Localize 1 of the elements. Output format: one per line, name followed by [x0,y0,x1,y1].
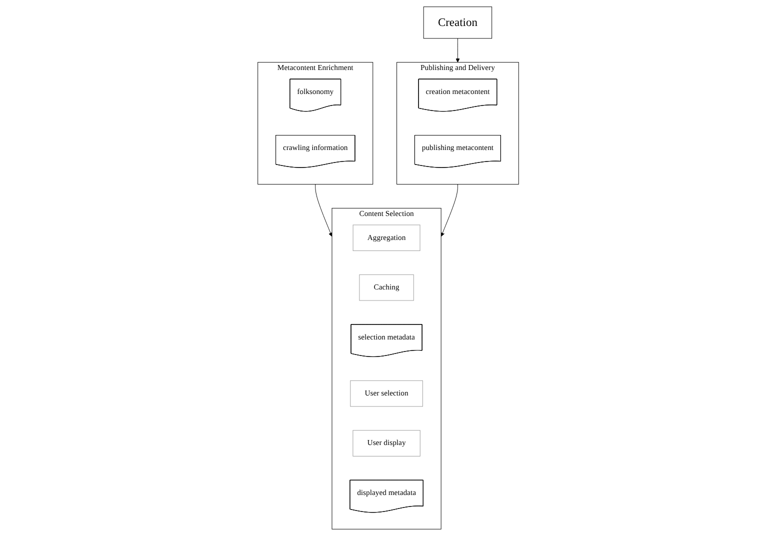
node-box: Creation [423,6,492,38]
